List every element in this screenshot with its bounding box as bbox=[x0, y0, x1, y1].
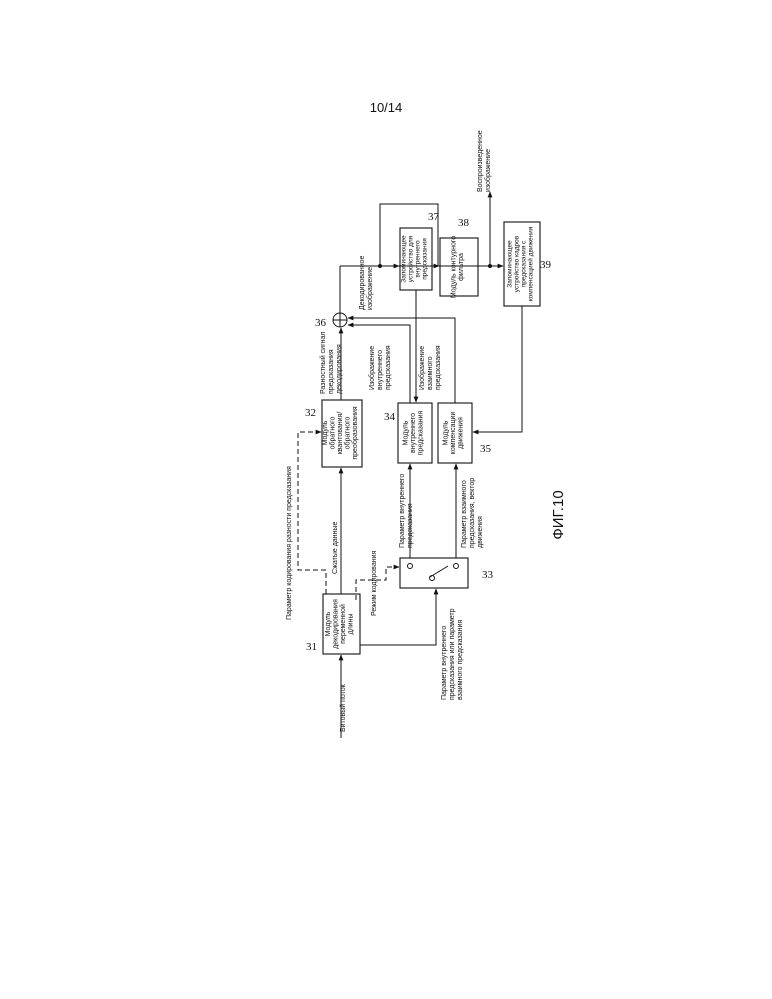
ref-35: 35 bbox=[480, 443, 492, 455]
intra-memory-label: Запоминающееустройство длявнутреннегопре… bbox=[401, 235, 429, 283]
reproduced-image-label-line: Воспроизведенное bbox=[477, 130, 484, 192]
intra-or-inter-param-label: Параметр внутреннегопредсказания или пар… bbox=[441, 608, 464, 700]
inverse-quant-label-line: Модуль bbox=[322, 420, 329, 445]
motion-compensation-label-line: движения bbox=[458, 417, 465, 449]
prediction-difference-param-label-line: Параметр кодирования разности предсказан… bbox=[286, 466, 293, 620]
inter-param-label-line: движения bbox=[477, 516, 484, 548]
inter-image-label-line: Изображение bbox=[418, 346, 426, 390]
inter-param-label: Параметр взаимногопредсказания, вектордв… bbox=[461, 478, 484, 548]
loop-filter-block: Модуль контурногофильтра 38 bbox=[440, 217, 478, 298]
reproduced-image-label: Воспроизведенноеизображение bbox=[477, 130, 492, 192]
ref-31: 31 bbox=[306, 641, 317, 653]
figure-caption: ФИГ.10 bbox=[550, 490, 567, 539]
intra-memory-label-line: устройство для bbox=[407, 235, 415, 282]
inverse-quant-label-line: обратного bbox=[344, 416, 352, 449]
vld-label-line: декодирования bbox=[332, 599, 339, 649]
inter-image-label: Изображениевзаимногопредсказания bbox=[418, 345, 442, 390]
intra-memory-label-line: Запоминающее bbox=[401, 235, 408, 283]
loop-filter-label-line: Модуль контурного bbox=[450, 236, 457, 298]
inverse-quantization-block: Модульобратногоквантования/обратногопрео… bbox=[305, 400, 362, 467]
intra-or-inter-param-label-line: взаимного предсказания bbox=[457, 620, 464, 700]
bitstream-label: Битовый поток bbox=[339, 683, 347, 732]
inter-image-label-line: взаимного bbox=[427, 356, 434, 390]
adder-block: 36 bbox=[315, 313, 347, 329]
residual-signal-label-line: предсказания bbox=[328, 349, 335, 394]
ref-32: 32 bbox=[305, 407, 316, 419]
decoded-image-label: Декодированноеизображение bbox=[359, 256, 374, 310]
inverse-quant-label-line: преобразования bbox=[351, 406, 359, 460]
bitstream-label-line: Битовый поток bbox=[339, 683, 347, 732]
inter-param-label-line: Параметр взаимного bbox=[461, 480, 468, 548]
frame-memory-label-line: устройство кадров bbox=[513, 235, 521, 292]
intra-prediction-label-line: внутреннего bbox=[410, 413, 417, 453]
inverse-quant-label-line: обратного bbox=[329, 416, 337, 449]
inter-image-label-line: предсказания bbox=[435, 345, 442, 390]
intra-param-label: Параметр внутреннегопредсказания bbox=[399, 474, 414, 548]
intra-image-label-line: предсказания bbox=[385, 345, 392, 390]
motion-compensation-block: Модулькомпенсациидвижения 35 bbox=[438, 403, 492, 463]
vld-label-line: длины bbox=[347, 614, 354, 635]
decoded-image-label-line: Декодированное bbox=[359, 256, 366, 310]
motion-compensation-label-line: компенсации bbox=[450, 412, 457, 455]
vld-label-line: Модуль bbox=[325, 611, 332, 636]
ref-38: 38 bbox=[458, 217, 470, 229]
reproduced-image-label-line: изображение bbox=[484, 149, 492, 192]
loop-filter-label-line: фильтра bbox=[458, 253, 465, 281]
decoded-image-label-line: изображение bbox=[366, 267, 374, 310]
intra-image-label: Изображениевнутреннегопредсказания bbox=[368, 345, 392, 390]
intra-memory-label-line: предсказания bbox=[422, 238, 429, 280]
frame-memory-label-line: компенсацией движения bbox=[527, 226, 535, 301]
residual-signal-label: Разностный сигналпредсказаниядекодирован… bbox=[319, 332, 343, 394]
intra-image-label-line: внутреннего bbox=[377, 350, 384, 390]
ref-36: 36 bbox=[315, 317, 327, 329]
variable-length-decoder-block: Модульдекодированияпеременнойдлины 31 bbox=[306, 594, 360, 654]
inverse-quant-label-line: квантования/ bbox=[337, 412, 344, 455]
frame-memory-block: Запоминающееустройство кадровпредсказани… bbox=[504, 222, 552, 306]
intra-prediction-label-line: предсказания bbox=[418, 410, 425, 455]
motion-compensation-label-line: Модуль bbox=[443, 420, 450, 445]
coding-mode-label-line: Режим кодирования bbox=[371, 551, 378, 616]
intra-memory-label-line: внутреннего bbox=[415, 240, 422, 278]
residual-signal-label-line: декодирования bbox=[336, 344, 343, 394]
inter-param-label-line: предсказания, вектор bbox=[469, 478, 476, 548]
switch-block: 33 bbox=[400, 558, 494, 588]
intra-param-label-line: Параметр внутреннего bbox=[399, 474, 406, 548]
intra-prediction-block: Модульвнутреннегопредсказания 34 bbox=[384, 403, 432, 463]
residual-signal-label-line: Разностный сигнал bbox=[319, 332, 327, 394]
compressed-data-label: Сжатые данные bbox=[332, 522, 339, 574]
coding-mode-label: Режим кодирования bbox=[371, 551, 378, 616]
intra-image-label-line: Изображение bbox=[368, 346, 376, 390]
frame-memory-label-line: предсказания с bbox=[521, 240, 528, 287]
intra-memory-block: Запоминающееустройство длявнутреннегопре… bbox=[400, 211, 440, 290]
ref-39: 39 bbox=[540, 259, 552, 271]
intra-or-inter-param-label-line: Параметр внутреннего bbox=[441, 626, 448, 700]
frame-memory-label-line: Запоминающее bbox=[507, 240, 514, 288]
intra-param-label-line: предсказания bbox=[407, 503, 414, 548]
intra-or-inter-param-label-line: предсказания или параметр bbox=[449, 608, 456, 700]
ref-33: 33 bbox=[482, 569, 494, 581]
ref-34: 34 bbox=[384, 411, 396, 423]
intra-prediction-label-line: Модуль bbox=[403, 420, 410, 445]
vld-label-line: переменной bbox=[339, 604, 347, 644]
prediction-difference-param-label: Параметр кодирования разности предсказан… bbox=[286, 466, 293, 620]
compressed-data-label-line: Сжатые данные bbox=[332, 522, 339, 574]
